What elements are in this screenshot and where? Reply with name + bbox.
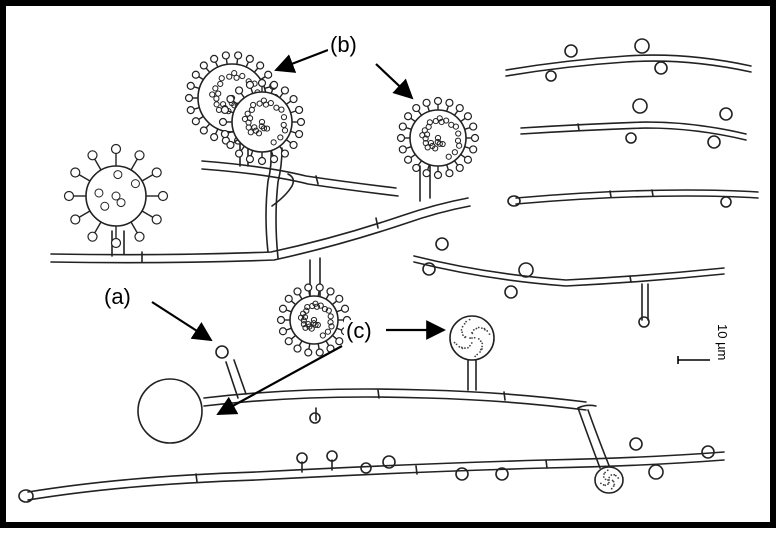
upper-hypha <box>202 161 398 196</box>
arrow-b-right <box>376 64 412 98</box>
right-hypha-3 <box>508 190 758 207</box>
large-vesicle <box>138 379 202 443</box>
label-a: (a) <box>102 286 133 308</box>
sporangia <box>65 52 479 356</box>
arrow-a <box>152 302 211 340</box>
arrow-c-left <box>218 346 342 414</box>
label-b: (b) <box>328 34 359 56</box>
hyphae-drawing <box>6 6 776 534</box>
right-hypha-4 <box>414 238 724 327</box>
terminal-sporangium <box>595 467 623 493</box>
label-c: (c) <box>344 320 374 342</box>
scale-bar-label: 10 µm <box>715 324 730 360</box>
spore-ball-lower <box>278 284 351 356</box>
globose-sporangium <box>450 316 494 360</box>
right-hypha-1 <box>506 39 751 81</box>
spore-ball-top-right <box>398 98 479 179</box>
scale-bar <box>678 356 710 364</box>
spore-ball-left <box>65 145 168 248</box>
right-hypha-2 <box>521 99 746 148</box>
arrow-b-left <box>276 50 328 70</box>
middle-hypha <box>138 346 610 468</box>
